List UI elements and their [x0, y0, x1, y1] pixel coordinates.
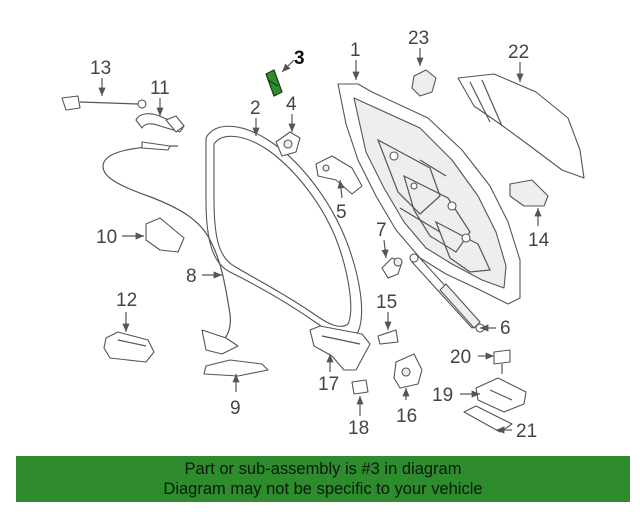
callout-8[interactable]: 8 [186, 266, 197, 287]
callout-17[interactable]: 17 [318, 374, 339, 395]
leader-lines [98, 48, 542, 434]
callout-1[interactable]: 1 [350, 40, 361, 61]
callout-16[interactable]: 16 [396, 406, 417, 427]
callout-13[interactable]: 13 [90, 58, 111, 79]
callout-21[interactable]: 21 [516, 421, 537, 442]
part-16-striker[interactable] [393, 353, 423, 389]
part-12-actuator[interactable] [103, 331, 155, 363]
part-17-sill-trim[interactable] [309, 325, 371, 371]
callout-6[interactable]: 6 [500, 318, 511, 339]
callout-labels: 1 2 3 4 5 6 7 8 9 10 11 12 13 14 15 16 1… [90, 28, 550, 442]
banner-line-1: Part or sub-assembly is #3 in diagram [184, 460, 462, 478]
callout-14[interactable]: 14 [528, 230, 550, 251]
part-10-bracket[interactable] [145, 217, 185, 253]
part-8-release-cable[interactable] [102, 141, 239, 355]
part-21-plate[interactable] [463, 405, 513, 433]
callout-23[interactable]: 23 [408, 28, 429, 49]
callout-2[interactable]: 2 [250, 98, 261, 119]
part-11-handle-bracket[interactable] [135, 113, 185, 133]
part-6-gas-strut[interactable] [409, 253, 485, 333]
info-banner: Part or sub-assembly is #3 in diagram Di… [16, 456, 630, 502]
callout-22[interactable]: 22 [508, 42, 529, 63]
callout-10[interactable]: 10 [96, 227, 117, 248]
part-13-rod[interactable] [61, 95, 147, 111]
callout-11[interactable]: 11 [150, 78, 170, 99]
callout-15[interactable]: 15 [376, 292, 397, 313]
part-9-bracket[interactable] [203, 359, 269, 377]
part-20-bolt[interactable] [493, 349, 511, 374]
part-2-weatherstrip[interactable] [205, 125, 363, 338]
part-7-ball-stud[interactable] [381, 257, 403, 279]
callout-9[interactable]: 9 [230, 398, 241, 419]
callout-3[interactable]: 3 [294, 48, 305, 69]
callout-12[interactable]: 12 [116, 290, 137, 311]
callout-5[interactable]: 5 [336, 202, 347, 223]
parts-diagram: 1 2 3 4 5 6 7 8 9 10 11 12 13 14 15 16 1… [61, 28, 585, 442]
callout-18[interactable]: 18 [348, 418, 369, 439]
part-14-bumper[interactable] [509, 179, 549, 207]
part-4-hinge[interactable] [275, 131, 301, 157]
part-18-bolt[interactable] [351, 379, 369, 395]
part-22-outer-panel[interactable] [457, 73, 585, 179]
callout-4[interactable]: 4 [286, 94, 297, 115]
part-5-hinge-bracket[interactable] [315, 155, 363, 195]
banner-line-2: Diagram may not be specific to your vehi… [163, 480, 483, 498]
part-23-bumper-block[interactable] [411, 69, 437, 97]
part-15-clip[interactable] [377, 329, 399, 345]
part-19-latch[interactable] [475, 377, 527, 413]
callout-7[interactable]: 7 [376, 220, 387, 241]
callout-19[interactable]: 19 [432, 385, 453, 406]
callout-20[interactable]: 20 [450, 347, 471, 368]
part-3-highlighted[interactable] [265, 69, 283, 97]
part-1-liftgate-inner-panel[interactable] [337, 83, 521, 305]
